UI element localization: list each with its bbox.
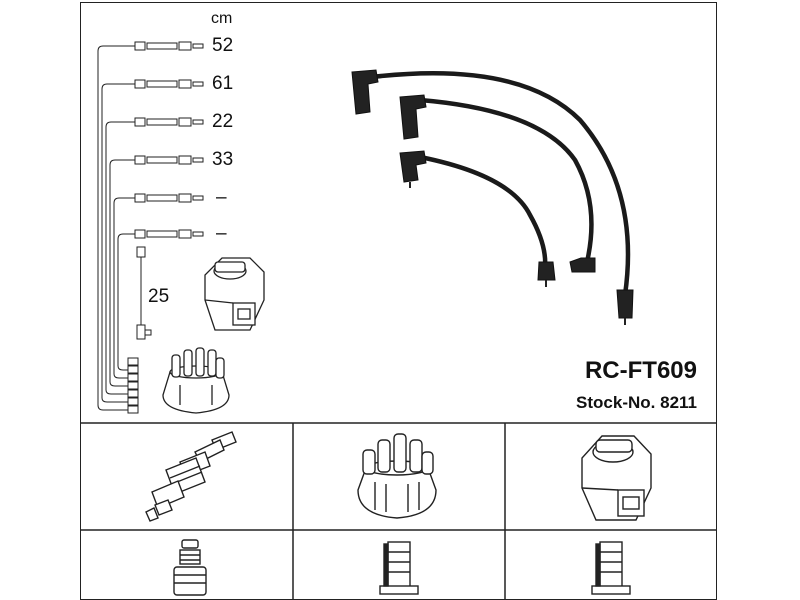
- ignition-cable-short: [417, 154, 548, 271]
- stock-number: Stock-No. 8211: [576, 393, 697, 412]
- ignition-coil-icon: [581, 435, 652, 521]
- ignition-cable-long: [369, 71, 631, 298]
- model-number: RC-FT609: [584, 357, 697, 384]
- cable-length-1: 52: [212, 35, 234, 56]
- length-unit-label: cm: [211, 10, 233, 27]
- cable-length-6: –: [216, 223, 227, 244]
- cap-terminal-icon: [379, 541, 419, 595]
- cable-length-5: –: [216, 187, 227, 208]
- coil-terminal-icon: [591, 541, 631, 595]
- cable-length-2: 61: [212, 73, 234, 94]
- cable-length-4: 33: [212, 149, 234, 170]
- small-ignition-coil-icon: [204, 257, 265, 331]
- distributor-cap-icon: [357, 433, 437, 519]
- ignition-cables: [369, 71, 631, 298]
- plug-terminal-icon: [173, 539, 207, 596]
- ignition-cable-medium: [417, 97, 594, 265]
- coil-lead-length: 25: [148, 286, 170, 307]
- spark-plug-icon: [145, 431, 237, 522]
- cable-length-3: 22: [212, 111, 234, 132]
- small-distributor-cap-icon: [162, 347, 230, 414]
- cable-connectors: [127, 41, 204, 414]
- cable-routing-schematic: [97, 45, 142, 411]
- cable-boots: [351, 69, 634, 325]
